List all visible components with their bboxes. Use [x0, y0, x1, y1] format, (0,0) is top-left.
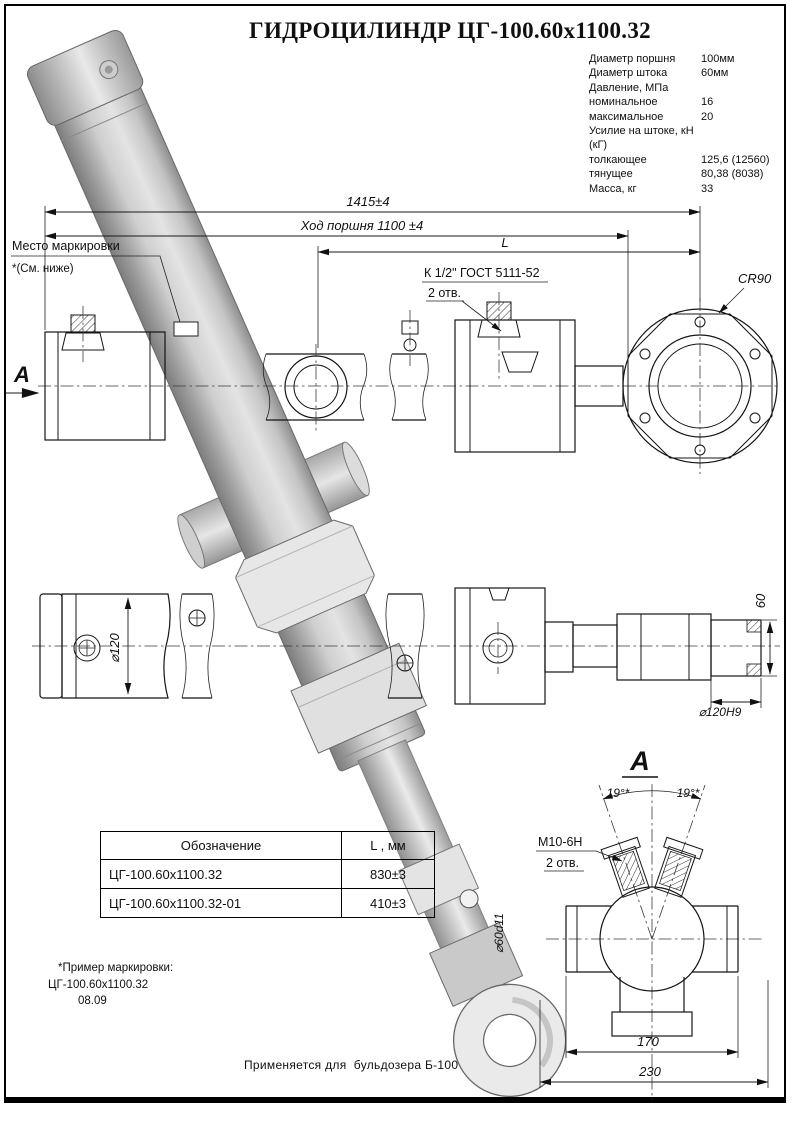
dim-overall: 1415±4 [346, 194, 389, 209]
dim-dia120h9: ⌀120Н9 [699, 705, 742, 719]
gland-collar [290, 642, 427, 754]
spec-row: тянущее 80,38 (8038) [589, 167, 791, 181]
dim-dia120: ⌀120 [107, 632, 122, 662]
port-thread-label: К 1/2" ГОСТ 5111-52 [424, 266, 540, 280]
thread-label: М10-6Н [538, 835, 582, 849]
spec-label: Диаметр поршня [589, 53, 676, 65]
spec-value: 20 [701, 110, 714, 123]
table-row: ЦГ-100.60х1100.32 830±3 [100, 859, 435, 889]
angled-port-right [654, 836, 704, 898]
designation-table: Обозначение L , мм ЦГ-100.60х1100.32 830… [100, 831, 435, 918]
table-row: ЦГ-100.60х1100.32-01 410±3 [100, 888, 435, 918]
table-header-length: L , мм [341, 831, 435, 860]
spec-row: Давление, МПа [589, 81, 791, 95]
marking-plate [173, 321, 199, 337]
spec-value: 80,38 (8038) [701, 168, 764, 181]
spec-label: Масса, кг [589, 182, 637, 195]
dim-230: 230 [638, 1064, 661, 1079]
specs-block: Диаметр поршня 100мм Диаметр штока 60мм Да… [589, 52, 791, 196]
marking-place-label: Место маркировки [12, 239, 120, 253]
thread-holes-label: 2 отв. [546, 856, 579, 870]
dim-length-symbol: L [501, 235, 508, 250]
designation-cell: ЦГ-100.60х1100.32-01 [100, 888, 342, 918]
spec-row: толкающее 125,6 (12560) [589, 153, 791, 167]
spec-value: 33 [701, 182, 714, 195]
spec-value: 100мм [701, 53, 735, 65]
dim-stroke: Ход поршня 1100 ±4 [300, 218, 423, 233]
spec-label: номинальное [589, 96, 658, 109]
spec-label: Давление, МПа [589, 81, 669, 94]
length-cell: 830±3 [341, 859, 435, 889]
view-arrow-letter: А [13, 362, 30, 387]
spec-row: Масса, кг 33 [589, 182, 791, 196]
spec-label: максимальное [589, 110, 664, 123]
marking-example-code: ЦГ-100.60х1100.32 [48, 978, 149, 991]
view-a-title: А [629, 746, 650, 776]
cylinder-3d-render [26, 29, 567, 1098]
dim-60: 60 [753, 593, 768, 608]
marking-example: *Пример маркировки: ЦГ-100.60х1100.32 08… [48, 960, 173, 1010]
angled-port-left [600, 836, 650, 898]
spec-label: тянущее [589, 168, 633, 181]
sphere-radius-label: CR90 [738, 271, 772, 286]
angle-right-label: 19°* [677, 786, 700, 800]
angle-left-label: 19°* [607, 786, 630, 800]
spec-value: 60мм [701, 67, 729, 80]
annotations: 1415±4 Ход поршня 1100 ±4 L Место маркир… [6, 194, 777, 1088]
spec-row: Диаметр штока 60мм [589, 66, 791, 80]
marking-example-date: 08.09 [78, 995, 107, 1007]
table-header-designation: Обозначение [100, 831, 342, 860]
spec-value: 16 [701, 96, 714, 109]
port-holes-label: 2 отв. [428, 286, 461, 300]
dim-170: 170 [637, 1034, 659, 1049]
spec-label: Усилие на штоке, кН (кГ) [589, 125, 694, 152]
spec-row: максимальное 20 [589, 110, 791, 124]
drawing-title: ГИДРОЦИЛИНДР ЦГ-100.60х1100.32 [249, 18, 651, 43]
length-cell: 410±3 [341, 888, 435, 918]
spec-value [701, 81, 791, 95]
view-a-section [546, 784, 764, 1100]
spec-row: Диаметр поршня 100мм [589, 52, 791, 66]
drawing-frame [4, 4, 786, 1103]
table-header-row: Обозначение L , мм [100, 831, 435, 860]
spec-label: толкающее [589, 153, 647, 166]
spec-value [701, 124, 791, 153]
marking-ref-label: *(См. ниже) [12, 263, 74, 275]
spec-row: Усилие на штоке, кН (кГ) [589, 124, 791, 153]
dim-dia60d11: ⌀60d11 [492, 913, 506, 953]
designation-cell: ЦГ-100.60х1100.32 [100, 859, 342, 889]
spec-row: номинальное 16 [589, 95, 791, 109]
application-note: Применяется для бульдозера Б-100 [244, 1058, 459, 1072]
view-lower-section [32, 587, 780, 705]
spec-label: Диаметр штока [589, 67, 668, 80]
marking-example-title: *Пример маркировки: [58, 962, 174, 974]
spec-value: 125,6 (12560) [701, 153, 770, 166]
valve-block [235, 519, 375, 634]
